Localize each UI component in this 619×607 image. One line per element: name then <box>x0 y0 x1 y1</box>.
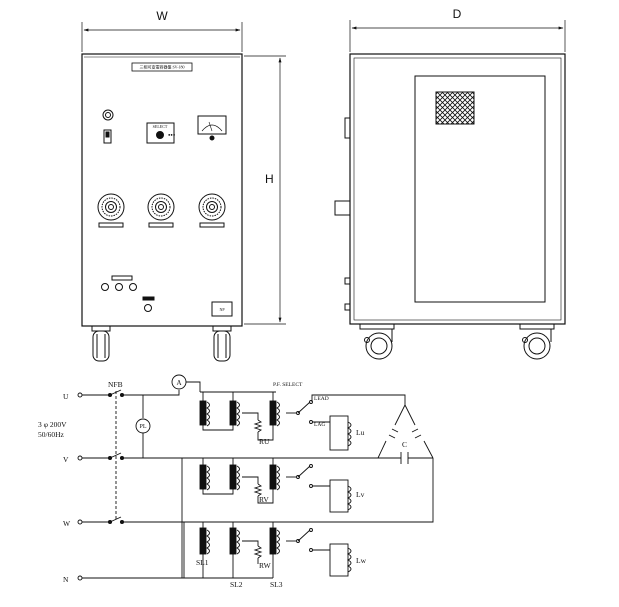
inductor-lu <box>329 415 352 451</box>
phase-n-label: N <box>63 575 69 584</box>
supply-frequency: 50/60Hz <box>38 430 65 439</box>
supply-voltage: 3 φ 200V <box>38 420 67 429</box>
resistor-rv-label: RV <box>259 495 269 504</box>
np-label: NP <box>219 307 225 312</box>
side-handle <box>334 200 351 216</box>
depth-label: D <box>453 7 462 21</box>
terminal-3 <box>129 283 137 291</box>
nameplate-text: 三相可变電容器盤 SV-180 <box>139 64 184 70</box>
inductor-lu-label: Lu <box>356 428 365 437</box>
phase-w-label: W <box>63 519 71 528</box>
terminal-4 <box>144 304 152 312</box>
side-caster-right <box>519 323 555 360</box>
selector-box <box>146 122 175 144</box>
height-label: H <box>265 172 274 186</box>
terminal-2 <box>115 283 123 291</box>
side-cabinet <box>349 53 566 325</box>
depth-dimension: D <box>349 7 566 52</box>
wiring-schematic: U V W N 3 φ 200V 50/60Hz NFB PL A <box>38 374 434 589</box>
terminal-1 <box>101 283 109 291</box>
lag-label: LAG <box>314 422 325 428</box>
vent-grille <box>435 91 475 125</box>
front-caster-left <box>91 325 111 362</box>
slide-sl3-label: SL3 <box>270 580 283 589</box>
front-view: W H 三相可变電容器盤 SV-180 SELECT ●●● <box>81 9 286 362</box>
front-nameplate <box>131 62 193 72</box>
ammeter-label: A <box>176 379 181 387</box>
front-cabinet <box>81 53 243 327</box>
capacitor-delta <box>184 404 434 523</box>
phase-v-label: V <box>63 455 69 464</box>
panel-meter <box>197 115 227 135</box>
side-caster-left <box>359 323 395 360</box>
resistor-rw-label: RW <box>259 561 272 570</box>
nfb-label: NFB <box>108 380 123 389</box>
power-switch <box>103 129 112 144</box>
slide-sl2-label: SL2 <box>230 580 243 589</box>
resistor-ru-label: RU <box>259 437 270 446</box>
pilot-lamp-label: PL <box>139 424 146 430</box>
lead-label: LEAD <box>314 396 329 402</box>
height-dimension: H <box>244 55 286 325</box>
front-caster-right <box>212 325 232 362</box>
inductor-lw-label: Lw <box>356 556 367 565</box>
knob-1 <box>97 193 125 228</box>
width-label: W <box>156 9 168 23</box>
side-door <box>414 75 546 303</box>
np-plate <box>211 301 233 317</box>
pf-select-label: P.F. SELECT <box>273 382 303 388</box>
slide-sl1-label: SL1 <box>196 558 209 567</box>
svg-text:●●●: ●●● <box>168 132 176 137</box>
capacitor-label: C <box>402 440 407 449</box>
terminal-label-strip <box>111 275 133 281</box>
pilot-lamp <box>102 109 114 121</box>
knob-3 <box>198 193 226 228</box>
pilot-lamp-symbol <box>135 418 151 434</box>
inductor-lv-label: Lv <box>356 490 365 499</box>
inductor-lw <box>329 543 352 577</box>
side-view: D <box>334 7 566 360</box>
selector-label: SELECT <box>153 124 168 129</box>
inductor-lv <box>329 479 352 513</box>
knob-2 <box>147 193 175 228</box>
phase-u-label: U <box>63 392 69 401</box>
width-dimension: W <box>81 9 243 52</box>
